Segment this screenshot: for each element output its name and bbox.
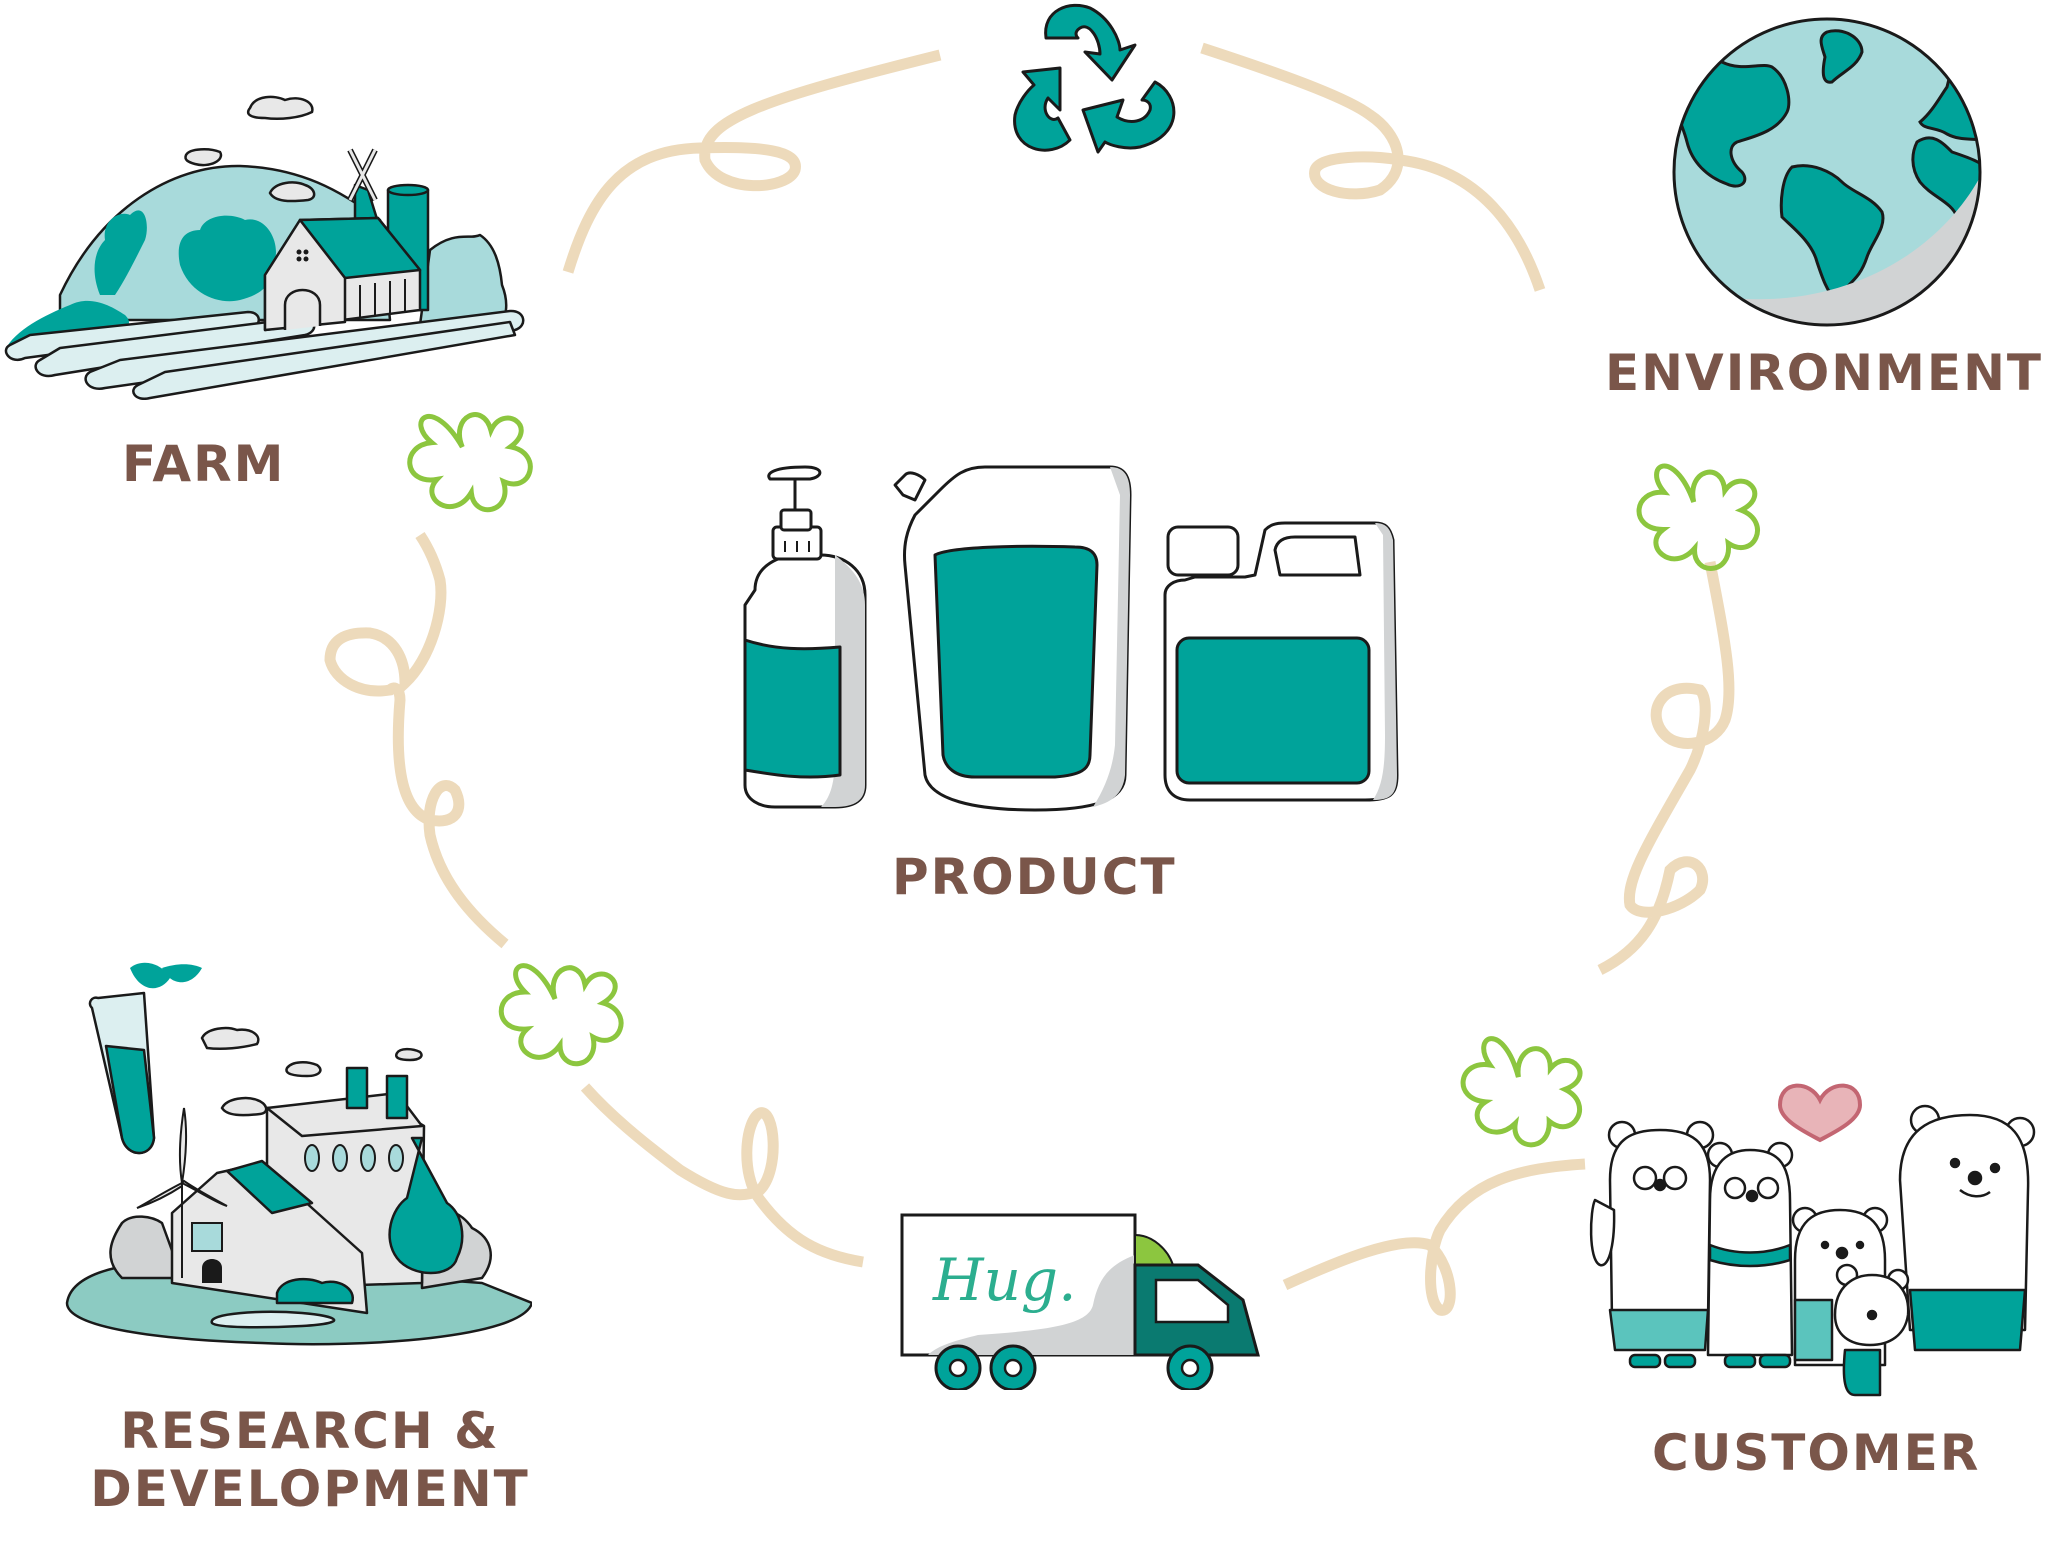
bear-grandma	[1706, 1141, 1794, 1369]
node-label-environment: ENVIRONMENT	[1605, 344, 2044, 402]
node-label-farm: FARM	[122, 435, 286, 493]
factory-illustration	[65, 962, 532, 1346]
rd-label-line2: DEVELOPMENT	[90, 1459, 530, 1518]
connector-rd-farm	[324, 531, 509, 949]
connector-recycle-environment	[1200, 42, 1546, 292]
truck-text: Hug.	[932, 1246, 1077, 1314]
connector-env-customer	[1597, 560, 1735, 975]
delivery-truck-icon: Hug.	[900, 1213, 1260, 1390]
pump-bottle	[743, 465, 867, 809]
flower-icon	[1454, 1035, 1589, 1152]
bear-baby	[1833, 1263, 1910, 1397]
bear-grandpa	[1589, 1120, 1715, 1369]
connector-farm-recycle	[562, 49, 942, 274]
farm-illustration	[4, 95, 525, 400]
bear-dad	[1898, 1104, 2036, 1352]
recycle-icon	[1013, 3, 1176, 154]
connector-customer-delivery	[1282, 1158, 1586, 1316]
refill-pouch	[893, 465, 1132, 812]
heart-icon	[1777, 1083, 1863, 1143]
globe-icon	[1672, 17, 1982, 327]
rd-label-line1: RESEARCH &	[120, 1402, 500, 1460]
product-bottles-illustration	[743, 465, 1399, 812]
connector-delivery-rd	[580, 1083, 864, 1268]
flower-icon	[406, 408, 534, 516]
jerry-can	[1163, 521, 1399, 802]
node-label-customer: CUSTOMER	[1652, 1424, 1981, 1482]
node-label-research-development: RESEARCH & DEVELOPMENT	[90, 1402, 530, 1518]
flower-icon	[1635, 464, 1763, 572]
node-label-product: PRODUCT	[892, 848, 1177, 906]
bear-family-illustration	[1589, 1083, 2036, 1397]
